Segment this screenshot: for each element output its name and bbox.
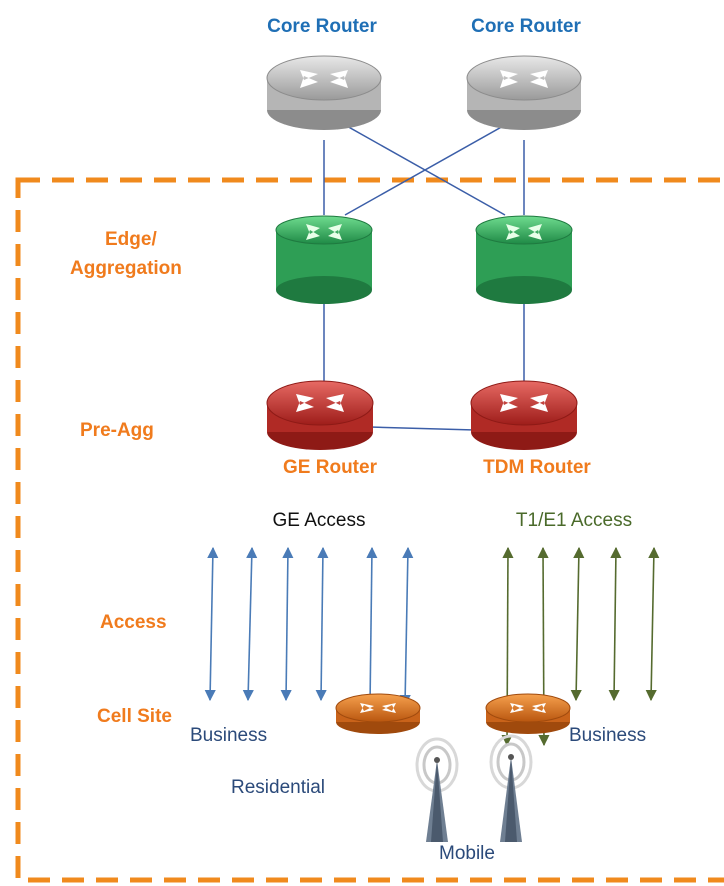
tdm-router xyxy=(470,380,578,450)
router-icon xyxy=(275,215,373,304)
tdm-router-label: TDM Router xyxy=(483,457,591,478)
double-arrow-icon xyxy=(280,546,294,702)
core-router-label-2: Core Router xyxy=(471,16,581,37)
ge-access-label: GE Access xyxy=(273,510,366,531)
cell-tower-1 xyxy=(415,737,459,842)
access-label: Access xyxy=(100,612,167,633)
double-arrow-icon xyxy=(204,546,219,702)
double-arrow-icon xyxy=(399,546,414,707)
double-arrow-icon xyxy=(645,546,660,702)
double-arrow-icon xyxy=(315,546,329,702)
core-router-2 xyxy=(466,55,582,130)
business-label-left: Business xyxy=(190,725,267,746)
cell-site-label: Cell Site xyxy=(97,706,172,727)
edge-router-2 xyxy=(475,215,573,304)
ge-router xyxy=(266,380,374,450)
router-icon xyxy=(475,215,573,304)
router-icon xyxy=(335,693,421,734)
residential-label: Residential xyxy=(231,777,325,798)
mobile-label: Mobile xyxy=(439,843,495,864)
business-label-right: Business xyxy=(569,725,646,746)
ge-router-label: GE Router xyxy=(283,457,378,478)
router-icon xyxy=(485,693,571,734)
pre-agg-label: Pre-Agg xyxy=(80,420,154,441)
cell-tower-icon xyxy=(415,737,459,842)
t1e1-access-label: T1/E1 Access xyxy=(516,510,632,531)
core-router-label-1: Core Router xyxy=(267,16,377,37)
double-arrow-icon xyxy=(570,546,585,702)
double-arrow-icon xyxy=(242,546,258,702)
dashed-boundary xyxy=(15,177,724,883)
double-arrow-icon xyxy=(364,546,378,707)
router-icon xyxy=(470,380,578,450)
cell-tower-icon xyxy=(489,734,533,842)
router-icon xyxy=(266,380,374,450)
edge-aggregation-label-line2: Aggregation xyxy=(70,258,182,279)
cell-site-router-1 xyxy=(335,693,421,734)
links xyxy=(323,124,525,431)
double-arrow-icon xyxy=(608,546,622,702)
edge-aggregation-label-line1: Edge/ xyxy=(105,229,157,250)
core-router-1 xyxy=(266,55,382,130)
edge-router-1 xyxy=(275,215,373,304)
router-icon xyxy=(266,55,382,130)
link-core2-edge1 xyxy=(344,124,506,216)
link-preagg1-preagg2 xyxy=(369,426,476,431)
cell-tower-2 xyxy=(489,734,533,842)
router-icon xyxy=(466,55,582,130)
ge-access-arrows xyxy=(204,546,414,707)
cell-site-router-2 xyxy=(485,693,571,734)
